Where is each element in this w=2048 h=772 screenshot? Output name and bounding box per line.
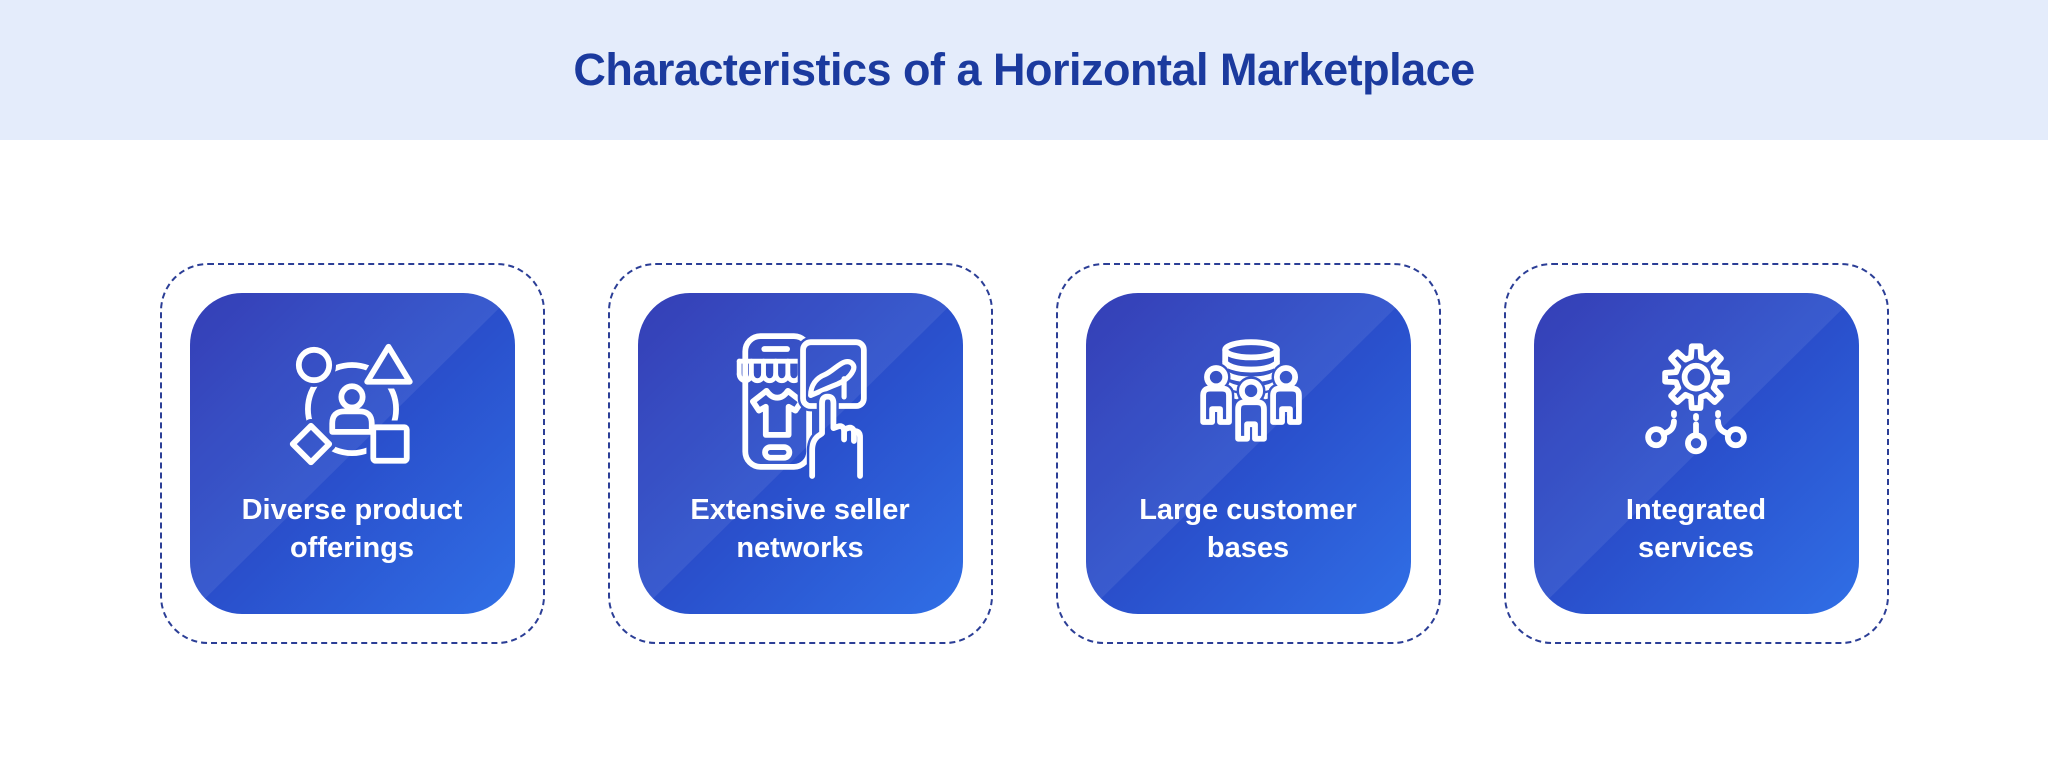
card-label-line1: Extensive seller [690, 494, 910, 526]
card-label-line2: services [1637, 532, 1755, 564]
card-label-line2: offerings [289, 532, 415, 564]
card-tile: Large customer bases [1085, 293, 1411, 614]
card-diverse-product-offerings: Diverse product offerings [159, 263, 545, 644]
card-label: Large customer bases [1139, 491, 1357, 567]
card-extensive-seller-networks: Extensive seller networks [607, 263, 993, 644]
header-band: Characteristics of a Horizontal Marketpl… [0, 0, 2048, 140]
card-label-line1: Large customer [1139, 494, 1357, 526]
cards-row: Diverse product offerings [0, 263, 2048, 644]
card-tile: Diverse product offerings [189, 293, 515, 614]
card-label-line2: bases [1206, 532, 1290, 564]
card-label-line2: networks [736, 532, 864, 564]
card-label: Extensive seller networks [690, 491, 909, 567]
card-large-customer-bases: Large customer bases [1055, 263, 1441, 644]
card-label: Integrated services [1626, 491, 1766, 567]
page-title: Characteristics of a Horizontal Marketpl… [573, 44, 1475, 95]
card-label-line1: Diverse product [241, 494, 463, 526]
card-tile: Extensive seller networks [637, 293, 963, 614]
diverse-products-cycle-icon [276, 327, 428, 479]
card-label: Diverse product offerings [242, 491, 463, 567]
gear-integration-icon [1620, 327, 1772, 479]
mobile-storefront-icon [724, 327, 876, 479]
card-tile: Integrated services [1533, 293, 1859, 614]
card-integrated-services: Integrated services [1503, 263, 1889, 644]
card-label-line1: Integrated [1625, 494, 1767, 526]
customer-database-icon [1172, 327, 1324, 479]
